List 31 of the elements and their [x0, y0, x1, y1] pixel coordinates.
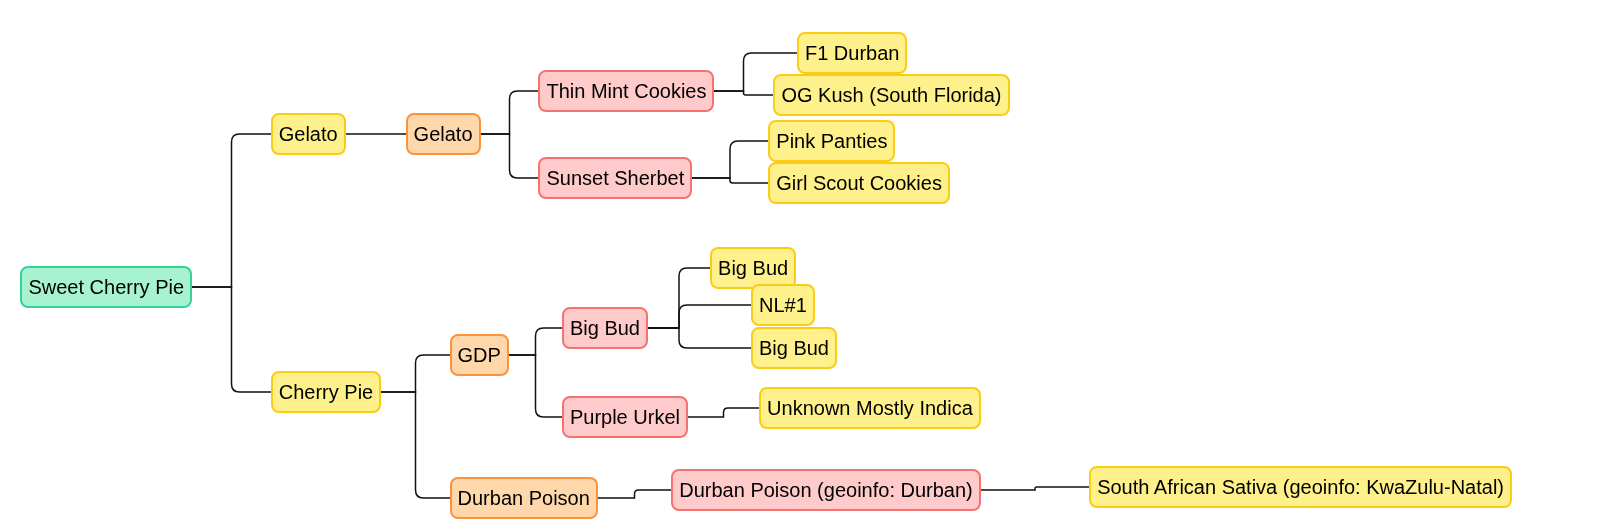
node-box: Sweet Cherry Pie: [20, 266, 193, 309]
connector-line: [597, 489, 672, 499]
node-box: Pink Panties: [768, 120, 896, 162]
node-box: Cherry Pie: [270, 371, 382, 414]
connector-line: [691, 177, 769, 184]
connector-line: [713, 90, 774, 96]
node-box: Gelato: [405, 112, 481, 155]
connector-line: [480, 133, 539, 179]
connector-line: [191, 286, 272, 393]
node-box: Gelato: [270, 112, 346, 155]
node-box: South African Sativa (geoinfo: KwaZulu-Natal): [1089, 466, 1512, 509]
node-box: Big Bud: [710, 246, 797, 289]
node-box: Big Bud: [750, 327, 837, 370]
node-box: Durban Poison: [449, 476, 598, 519]
node-box: NL#1: [750, 284, 815, 327]
connector-line: [647, 327, 752, 349]
node-box: GDP: [449, 333, 509, 376]
node-box: Durban Poison (geoinfo: Durban): [671, 469, 981, 512]
connector-line: [345, 133, 407, 135]
connector-line: [380, 391, 451, 499]
connector-line: [508, 354, 563, 418]
connector-line: [687, 407, 760, 418]
node-box: Girl Scout Cookies: [768, 161, 950, 204]
node-box: Thin Mint Cookies: [538, 69, 715, 112]
node-box: F1 Durban: [796, 32, 908, 75]
connector-line: [980, 486, 1090, 491]
node-box: Big Bud: [561, 306, 648, 349]
node-box: Purple Urkel: [561, 395, 688, 438]
node-box: OG Kush (South Florida): [773, 74, 1010, 116]
node-box: Sunset Sherbet: [538, 156, 693, 199]
node-box: Unknown Mostly Indica: [759, 386, 981, 429]
